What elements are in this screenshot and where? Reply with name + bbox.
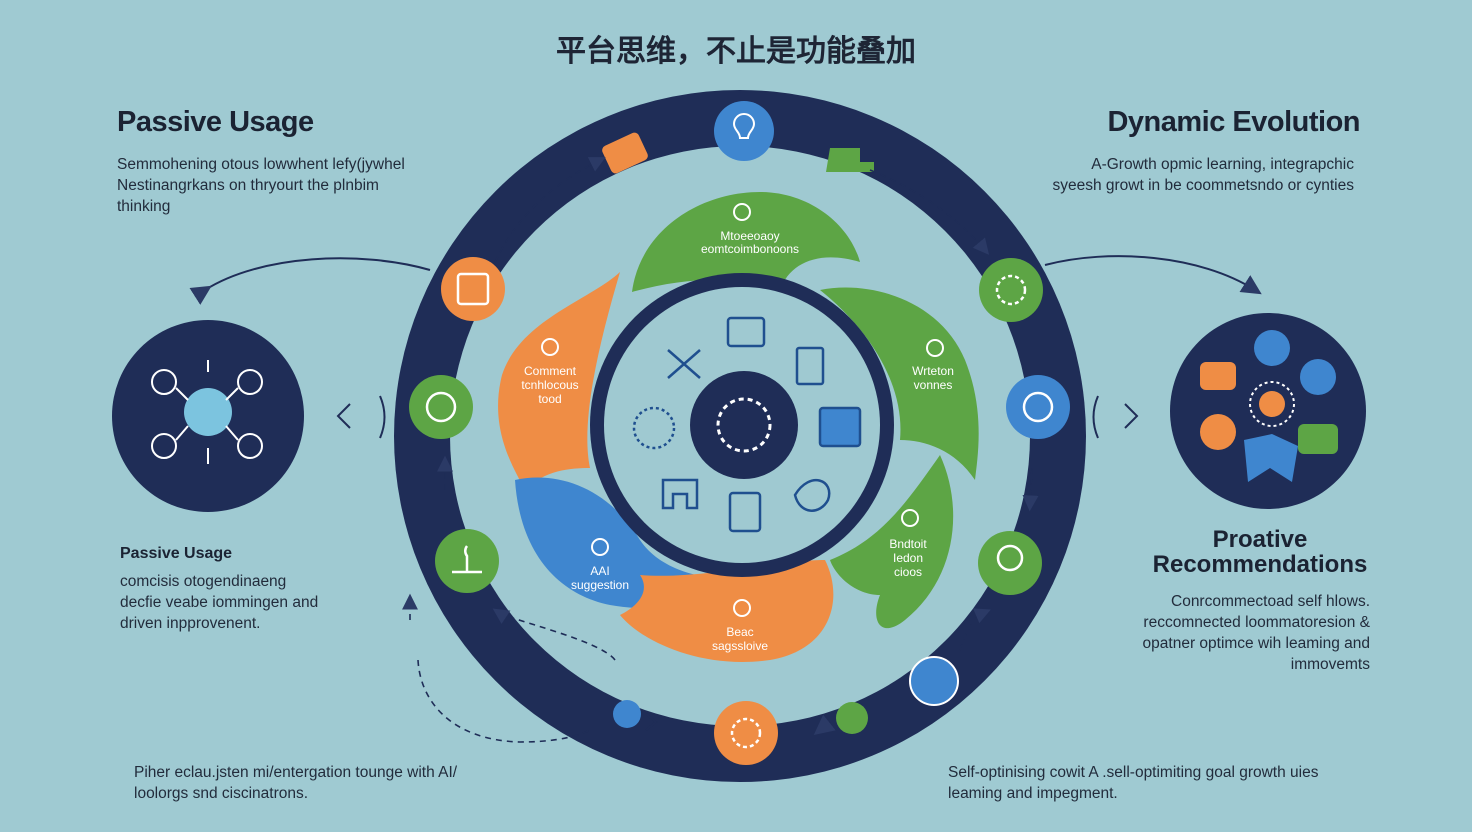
robot-icon	[591, 538, 609, 556]
top-right-heading: Dynamic Evolution	[1107, 106, 1360, 138]
hub-center	[690, 371, 798, 479]
inner-icons	[632, 316, 862, 533]
petal-left-label-2: tcnhlocous	[521, 378, 578, 392]
gears-icon	[979, 258, 1043, 322]
petal-bl-label-2: suggestion	[571, 578, 629, 592]
report-icon	[728, 491, 762, 533]
petal-left-label-1: Comment	[524, 364, 577, 378]
hub-cycle-icon	[716, 397, 772, 453]
petal-bottom: Beac sagssloive	[620, 560, 834, 662]
progress-icon	[836, 702, 868, 734]
top-left-text: Semmohening otous lowwhent lefy(jywhel N…	[117, 156, 405, 215]
bottom-right-text: Self-optinising cowit A .sell-optimiting…	[948, 764, 1319, 802]
left-hub	[112, 320, 304, 512]
top-right-text: A-Growth opmic learning, integrapchic sy…	[1052, 156, 1354, 194]
org-chart-icon	[441, 257, 505, 321]
brain-icon	[541, 338, 559, 356]
mid-right-heading: Proative Recommendations	[1152, 526, 1368, 578]
right-hub	[1170, 313, 1366, 509]
page-title: 平台思维，不止是功能叠加	[556, 34, 916, 69]
bottom-left-text: Piher eclau.jsten mi/entergation tounge …	[134, 764, 458, 802]
board-icon	[818, 406, 862, 448]
petal-bottom-label-1: Beac	[726, 625, 753, 639]
petal-right-label-2: vonnes	[914, 378, 953, 392]
tools-icon	[667, 349, 701, 379]
question-icon	[909, 656, 959, 706]
petal-bottom-label-2: sagssloive	[712, 639, 768, 653]
settings-icon	[714, 701, 778, 765]
tag-icon	[602, 132, 648, 174]
person-node-icon	[978, 531, 1042, 595]
device-icon	[661, 478, 699, 510]
petal-br-label-1: Bndtoit	[889, 537, 927, 551]
petal-bottom-right: Bndtoit Iedon cioos	[830, 455, 954, 629]
mid-right-text: Conrcommectoad self hlows. reccomnected …	[1142, 593, 1370, 673]
handshake-icon	[793, 478, 831, 512]
cloud-icon	[632, 406, 676, 450]
growth-icon	[826, 148, 874, 172]
petal-br-label-3: cioos	[894, 565, 922, 579]
petal-top-label-2: eomtcoimbonoons	[701, 242, 799, 256]
petal-right-label-1: Wrteton	[912, 364, 954, 378]
pie-icon	[409, 375, 473, 439]
chat-icon	[926, 339, 944, 357]
gear-icon	[733, 599, 751, 617]
mid-left-text: comcisis otogendinaeng decfie veabe iomm…	[120, 573, 319, 632]
mid-left-heading: Passive Usage	[120, 545, 233, 562]
solid-arrows	[189, 255, 1262, 735]
ring-nodes	[409, 101, 1070, 765]
person-icon	[901, 509, 919, 527]
petal-left: Comment tcnhlocous tood	[498, 272, 620, 490]
top-left-heading: Passive Usage	[117, 106, 314, 138]
petal-top: Mtoeeoaoy eomtcoimbonoons	[632, 192, 860, 292]
lightbulb-icon	[714, 101, 774, 161]
petal-bl-label-1: AAI	[590, 564, 609, 578]
ai-hub-icon	[1249, 381, 1295, 427]
petal-br-label-2: Iedon	[893, 551, 923, 565]
brain-node-icon	[1006, 375, 1070, 439]
flow-arrows	[402, 157, 1039, 743]
petal-right: Wrteton vonnes	[820, 287, 979, 480]
document-icon	[795, 346, 825, 386]
bulb-icon	[733, 203, 751, 221]
dot-icon	[613, 700, 641, 728]
network-hub-icon	[184, 388, 232, 436]
chart-icon	[726, 316, 766, 348]
petal-top-label-1: Mtoeeoaoy	[720, 229, 779, 243]
petal-left-label-3: tood	[538, 392, 561, 406]
